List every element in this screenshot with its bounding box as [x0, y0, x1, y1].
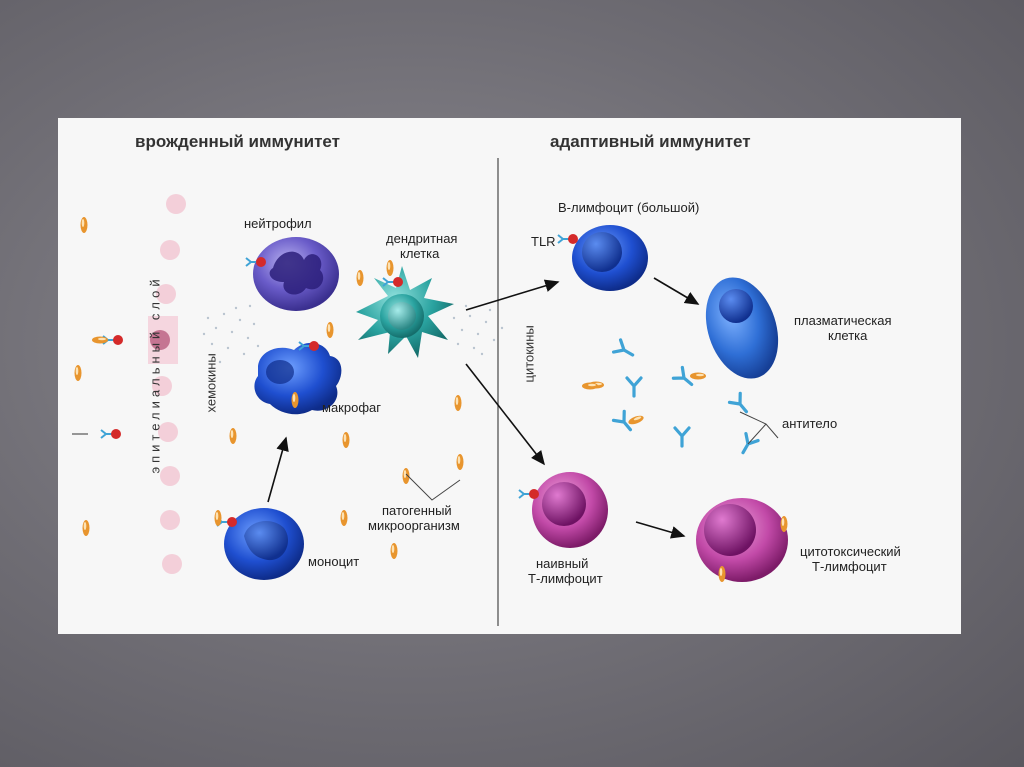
monocyte-cell — [216, 508, 304, 580]
neutrophil-label: нейтрофил — [244, 216, 312, 231]
leader-lines — [405, 411, 779, 501]
dendritic-label-1: дендритная — [386, 231, 458, 246]
plasma-cell-label-1: плазматическая — [794, 313, 892, 328]
epithelial-cells — [148, 194, 186, 574]
cytokines-label: цитокины — [521, 325, 537, 383]
cytotoxic-t-label-1: цитотоксический — [800, 544, 901, 559]
pathogen-label-1: патогенный — [382, 503, 452, 518]
neutrophil-cell — [245, 237, 339, 311]
innate-immunity-title: врожденный иммунитет — [135, 132, 340, 151]
chemokine-dots — [202, 304, 260, 364]
antibody-label: антитело — [782, 416, 838, 431]
naive-t-label-2: Т-лимфоцит — [528, 571, 603, 586]
dendritic-cell — [356, 260, 454, 358]
pathogen-label-2: микроорганизм — [368, 518, 460, 533]
plasma-cell — [705, 277, 779, 379]
diagram-panel: врожденный иммунитет адаптивный иммуните… — [58, 118, 961, 634]
naive-t-label-1: наивный — [536, 556, 589, 571]
tlr-label: TLR — [531, 234, 556, 249]
cytotoxic-t-label-2: Т-лимфоцит — [812, 559, 887, 574]
cytotoxic-t-lymphocyte-cell — [696, 498, 788, 582]
naive-t-lymphocyte-cell — [518, 472, 608, 548]
adaptive-immunity-title: адаптивный иммунитет — [550, 132, 751, 151]
monocyte-label: моноцит — [308, 554, 360, 569]
epithelial-receptor — [100, 428, 122, 440]
arrows — [267, 277, 700, 539]
macrophage-cell — [254, 322, 342, 415]
chemokines-label: хемокины — [203, 353, 219, 413]
plasma-cell-label-2: клетка — [828, 328, 868, 343]
b-lymphocyte-cell — [557, 225, 648, 291]
macrophage-label: макрофаг — [322, 400, 381, 415]
dendritic-label-2: клетка — [400, 246, 440, 261]
diagram-canvas — [72, 158, 788, 626]
epithelial-layer-label: эпителиальный слой — [147, 275, 163, 474]
cytokine-dots — [452, 304, 504, 356]
b-lymphocyte-label: В-лимфоцит (большой) — [558, 200, 700, 215]
